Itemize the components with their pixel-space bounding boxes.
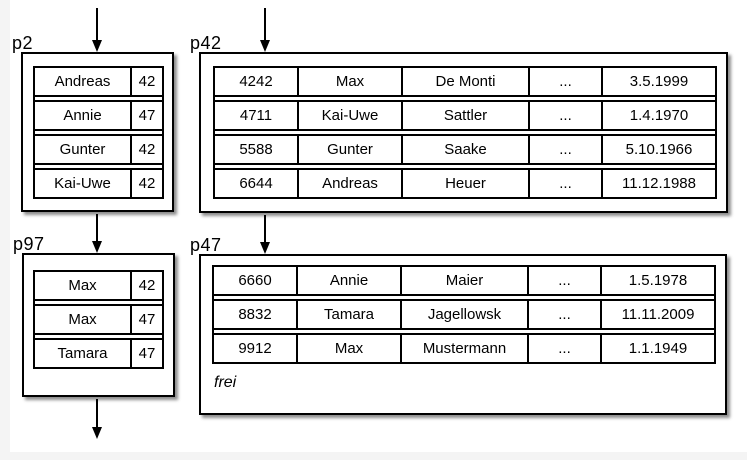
page-box-p97: p97 Max 42 Max 47 Tamara 47 xyxy=(13,234,175,397)
table-cell: 42 xyxy=(130,136,162,163)
arrowhead-icon xyxy=(260,242,270,254)
table-cell: 42 xyxy=(130,272,162,299)
table-row: Gunter 42 xyxy=(35,134,162,165)
table-cell: 6644 xyxy=(239,175,273,192)
page-label-p97: p97 xyxy=(13,234,45,254)
page-label-p47: p47 xyxy=(190,235,222,255)
table-cell: 4242 xyxy=(239,73,273,90)
table-row: 8832 Tamara Jagellowsk ... 11.11.2009 xyxy=(214,299,714,330)
table-cell: Saake xyxy=(401,136,528,163)
table-cell: 42 xyxy=(130,68,162,95)
table-cell: 11.12.1988 xyxy=(601,170,715,197)
table-cell: Mustermann xyxy=(400,335,527,362)
arrowhead-icon xyxy=(260,40,270,52)
table-cell: 3.5.1999 xyxy=(601,68,715,95)
table-cell: ... xyxy=(528,170,601,197)
table-row: Andreas 42 xyxy=(35,68,162,97)
table-cell: Kai-Uwe xyxy=(54,175,111,192)
table-cell: 5.10.1966 xyxy=(601,136,715,163)
table-cell: Sattler xyxy=(401,102,528,129)
table-cell: Andreas xyxy=(297,170,401,197)
table-cell: ... xyxy=(528,102,601,129)
table-row: 5588 Gunter Saake ... 5.10.1966 xyxy=(215,134,715,165)
arrow-shaft xyxy=(96,399,98,427)
record-table-p47: 6660 Annie Maier ... 1.5.1978 8832 Tamar… xyxy=(212,265,716,364)
table-cell: Max xyxy=(68,311,97,328)
arrow-into-p2-icon xyxy=(91,8,103,52)
table-cell: Kai-Uwe xyxy=(297,102,401,129)
table-cell: Heuer xyxy=(401,170,528,197)
page-box-p2: p2 Andreas 42 Annie 47 Gunter 42 Kai-Uwe… xyxy=(12,33,174,212)
table-row: 9912 Max Mustermann ... 1.1.1949 xyxy=(214,333,714,362)
table-cell: ... xyxy=(527,267,600,294)
arrow-shaft xyxy=(264,8,266,40)
table-cell: Gunter xyxy=(297,136,401,163)
table-cell: Max xyxy=(297,68,401,95)
table-cell: Andreas xyxy=(54,73,111,90)
table-row: Max 42 xyxy=(35,272,162,301)
arrow-shaft xyxy=(96,8,98,40)
table-row: 6644 Andreas Heuer ... 11.12.1988 xyxy=(215,168,715,197)
free-space-label: frei xyxy=(214,374,237,391)
table-cell: 1.4.1970 xyxy=(601,102,715,129)
table-row: 4711 Kai-Uwe Sattler ... 1.4.1970 xyxy=(215,100,715,131)
arrowhead-icon xyxy=(92,40,102,52)
table-cell: ... xyxy=(528,68,601,95)
table-cell: 6660 xyxy=(238,272,272,289)
arrow-shaft xyxy=(264,215,266,242)
table-cell: 47 xyxy=(130,306,162,333)
table-cell: Jagellowsk xyxy=(400,301,527,328)
page-box-p42: p42 4242 Max De Monti ... 3.5.1999 4711 … xyxy=(190,33,728,213)
table-cell: 1.1.1949 xyxy=(600,335,714,362)
table-cell: 47 xyxy=(130,102,162,129)
table-cell: Max xyxy=(68,277,97,294)
arrow-p97-down-icon xyxy=(91,399,103,439)
table-row: Max 47 xyxy=(35,304,162,335)
index-table-p97: Max 42 Max 47 Tamara 47 xyxy=(33,270,164,369)
table-cell: 42 xyxy=(130,170,162,197)
table-cell: 8832 xyxy=(238,306,272,323)
index-table-p2: Andreas 42 Annie 47 Gunter 42 Kai-Uwe 42 xyxy=(33,66,164,199)
table-cell: ... xyxy=(527,301,600,328)
table-cell: Gunter xyxy=(59,141,106,158)
table-cell: Tamara xyxy=(57,345,108,362)
table-row: 4242 Max De Monti ... 3.5.1999 xyxy=(215,68,715,97)
arrowhead-icon xyxy=(92,427,102,439)
page-label-p42: p42 xyxy=(190,33,222,53)
arrow-into-p42-icon xyxy=(259,8,271,52)
table-cell: Tamara xyxy=(296,301,400,328)
table-cell: Maier xyxy=(400,267,527,294)
table-row: Kai-Uwe 42 xyxy=(35,168,162,197)
arrow-p42-to-p47-icon xyxy=(259,215,271,254)
table-cell: ... xyxy=(528,136,601,163)
table-cell: Annie xyxy=(63,107,102,124)
table-cell: Annie xyxy=(296,267,400,294)
table-cell: ... xyxy=(527,335,600,362)
table-cell: De Monti xyxy=(401,68,528,95)
arrow-p2-to-p97-icon xyxy=(91,214,103,253)
table-cell: 9912 xyxy=(238,340,272,357)
table-cell: 11.11.2009 xyxy=(600,301,714,328)
page-box-p47: p47 6660 Annie Maier ... 1.5.1978 8832 T… xyxy=(190,235,727,415)
record-table-p42: 4242 Max De Monti ... 3.5.1999 4711 Kai-… xyxy=(213,66,717,199)
table-row: Annie 47 xyxy=(35,100,162,131)
arrowhead-icon xyxy=(92,241,102,253)
table-cell: 1.5.1978 xyxy=(600,267,714,294)
page-label-p2: p2 xyxy=(12,33,34,53)
table-cell: Max xyxy=(296,335,400,362)
table-cell: 4711 xyxy=(239,107,273,124)
table-row: 6660 Annie Maier ... 1.5.1978 xyxy=(214,267,714,296)
table-row: Tamara 47 xyxy=(35,338,162,367)
arrow-shaft xyxy=(96,214,98,241)
table-cell: 5588 xyxy=(239,141,273,158)
table-cell: 47 xyxy=(130,340,162,367)
